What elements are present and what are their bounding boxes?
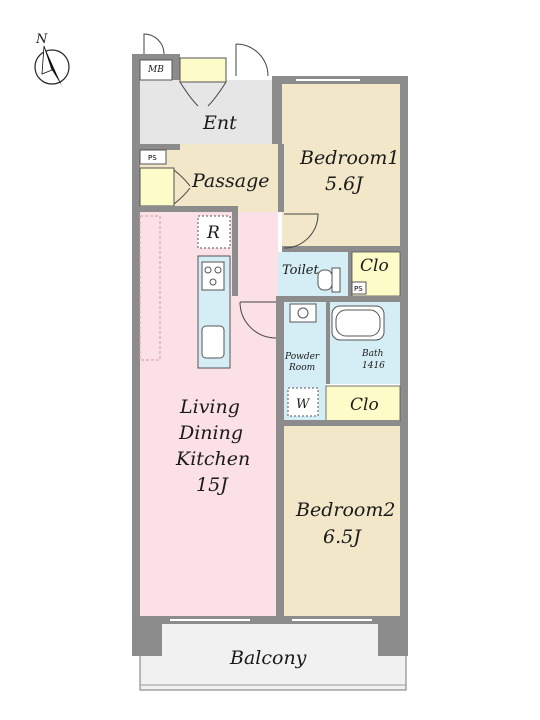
washer-label: W — [296, 397, 311, 412]
compass-ring — [34, 49, 70, 85]
passage-label: Passage — [191, 170, 270, 192]
pipe-space-1 — [139, 149, 167, 165]
bath-label: Bath — [361, 349, 383, 359]
closet2-label: Clo — [350, 395, 379, 415]
bath-size: 1416 — [362, 361, 385, 371]
bedroom2-area — [284, 426, 400, 616]
entrance-area — [140, 80, 272, 144]
balcony-label: Balcony — [229, 647, 307, 669]
washer-space — [287, 387, 319, 417]
meter-box — [139, 59, 173, 81]
toilet-label: Toilet — [282, 263, 319, 278]
fridge-label: R — [206, 223, 220, 243]
bathtub-icon — [331, 305, 385, 341]
closet-door-icon — [179, 81, 227, 107]
front-door-icon — [143, 33, 165, 55]
sink-icon — [289, 303, 317, 323]
compass-north-label: N — [35, 32, 48, 47]
ldk-line3: Kitchen — [175, 448, 250, 470]
passage-closet — [139, 167, 175, 207]
closet2-area — [325, 385, 401, 423]
ldk-size: 15J — [196, 474, 229, 496]
closet1-label: Clo — [360, 256, 389, 276]
bedroom1-name: Bedroom1 — [299, 147, 399, 169]
ldk-line2: Dining — [178, 422, 243, 444]
pipe-space-2 — [351, 281, 367, 295]
ldk-storage-outline — [139, 215, 161, 361]
entrance-label: Ent — [202, 112, 237, 134]
powder-room-line2: Room — [288, 363, 315, 373]
bedroom2-size: 6.5J — [323, 526, 362, 548]
toilet-bowl-icon — [317, 269, 333, 291]
pipe-space-2-label: PS — [354, 285, 363, 293]
powder-room-line1: Powder — [284, 352, 320, 362]
meter-box-label: MB — [147, 65, 164, 75]
bedroom1-size: 5.6J — [325, 173, 364, 195]
front-door-swing-icon — [235, 43, 269, 77]
ldk-line1: Living — [179, 396, 240, 418]
stove-icon — [201, 261, 225, 291]
toilet-tank-icon — [331, 267, 341, 293]
compass: N — [34, 32, 70, 86]
fridge-space — [197, 215, 231, 249]
bedroom1-door-icon — [283, 213, 319, 249]
ldk-door-icon — [239, 301, 277, 339]
compass-arrow-icon — [44, 46, 62, 86]
kitchen-sink-icon — [201, 325, 225, 359]
balcony-area — [139, 621, 407, 691]
pipe-space-1-label: PS — [148, 154, 157, 162]
bedroom2-name: Bedroom2 — [295, 499, 395, 521]
shoe-closet — [179, 57, 227, 83]
